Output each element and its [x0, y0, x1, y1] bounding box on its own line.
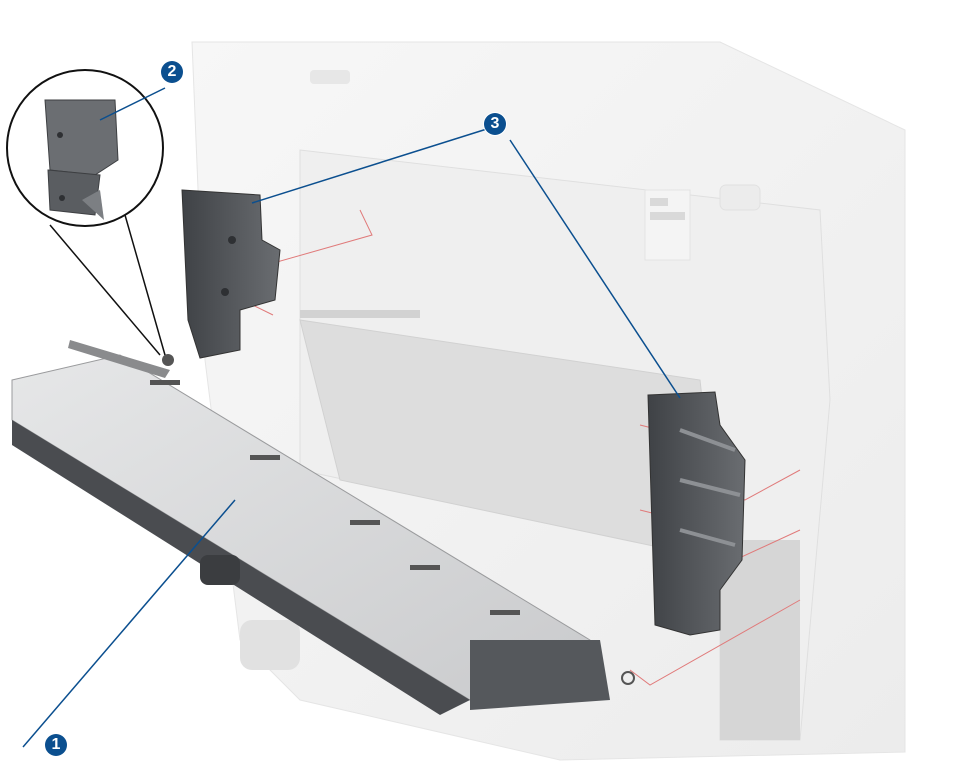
callout-3: 3 — [484, 113, 506, 135]
left-bracket — [181, 189, 281, 359]
callout-1: 1 — [45, 734, 67, 756]
main-tray-assembly — [11, 340, 635, 715]
callout-2: 2 — [161, 61, 183, 83]
right-bracket — [647, 391, 746, 636]
callout-leader-lines — [22, 87, 681, 748]
clip-detail-magnifier — [6, 69, 166, 356]
